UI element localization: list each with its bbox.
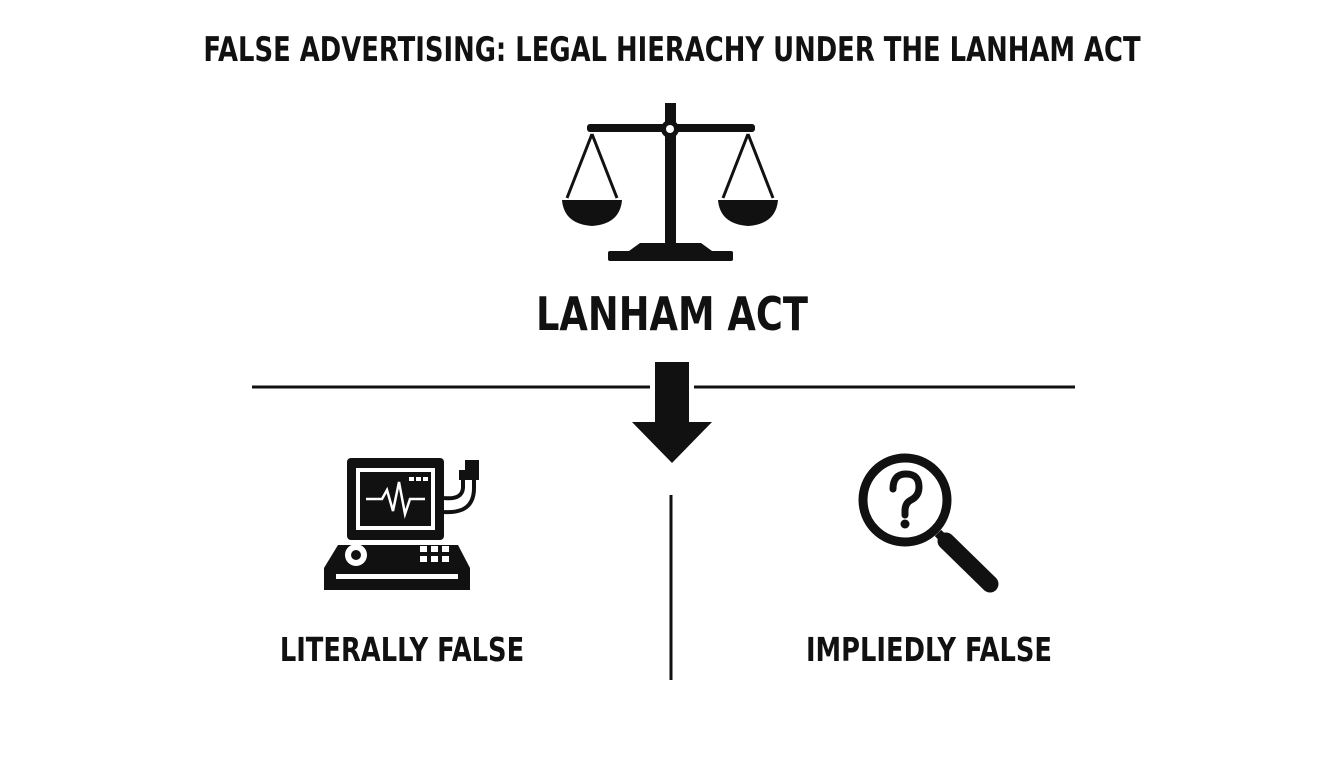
root-node-label: LANHAM ACT <box>535 287 809 341</box>
down-arrow <box>632 362 712 463</box>
branch-label-impliedly-false: IMPLIEDLY FALSE <box>805 630 1053 669</box>
diagram-title: FALSE ADVERTISING: LEGAL HIERACHY UNDER … <box>203 30 1141 70</box>
medical-monitor-device-icon <box>324 458 479 590</box>
scales-of-justice-icon <box>562 103 778 261</box>
magnifying-glass-question-icon <box>858 453 999 593</box>
branch-label-literally-false: LITERALLY FALSE <box>279 630 525 669</box>
